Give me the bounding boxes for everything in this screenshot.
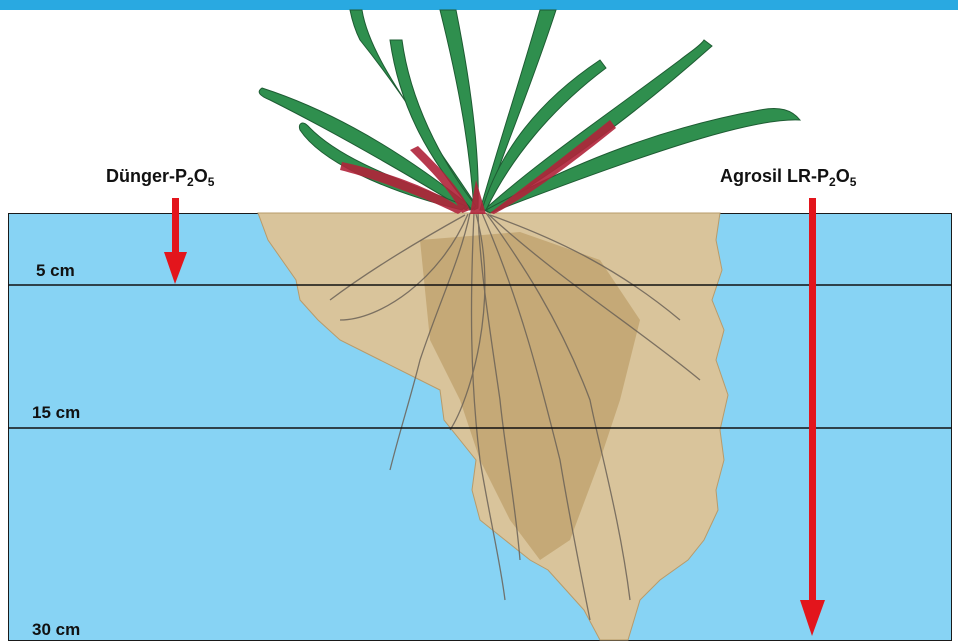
plant-leaves [259, 10, 800, 213]
depth-label-30cm: 30 cm [32, 620, 80, 640]
arrow-duenger [164, 198, 187, 284]
arrow-agrosil [800, 198, 825, 636]
depth-label-15cm: 15 cm [32, 403, 80, 423]
depth-label-5cm: 5 cm [36, 261, 75, 281]
label-agrosil-p2o5: Agrosil LR-P2O5 [720, 166, 856, 187]
label-duenger-p2o5: Dünger-P2O5 [106, 166, 214, 187]
